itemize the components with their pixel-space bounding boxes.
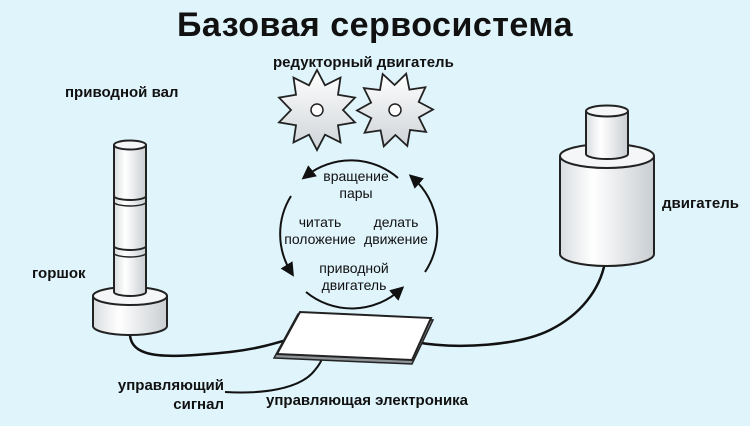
label-gear-motor: редукторный двигатель — [273, 54, 454, 71]
control-loop-cycle — [279, 159, 439, 310]
cycle-read-line1: читать — [298, 214, 342, 230]
label-pot: горшок — [32, 265, 86, 282]
cycle-rotate-text: вращение пары — [300, 168, 412, 202]
cycle-drive-line2: двигатель — [321, 277, 387, 293]
cycle-move-line2: движение — [364, 231, 428, 247]
cycle-rotate-line2: пары — [339, 185, 373, 201]
motor-component — [559, 104, 655, 267]
cycle-arrow-bottom — [305, 286, 405, 310]
label-drive-shaft: приводной вал — [65, 84, 179, 101]
wire-signal — [224, 355, 324, 394]
cycle-drive-text: приводной двигатель — [300, 260, 408, 294]
cycle-arrow-right — [408, 174, 439, 273]
cycle-read-text: читать положение — [278, 214, 362, 248]
wire-pot-to-board — [128, 334, 301, 358]
gear-right-hub — [388, 103, 402, 117]
gear-motor-gears — [277, 68, 435, 152]
cycle-arrow-left — [279, 195, 294, 277]
drive-shaft-assembly — [92, 139, 168, 336]
cycle-read-line2: положение — [284, 231, 356, 247]
cycle-rotate-line1: вращение — [323, 168, 389, 184]
cycle-move-line1: делать — [373, 214, 419, 230]
wire-board-to-motor — [414, 261, 607, 348]
gear-left-hub — [310, 103, 324, 117]
label-control-electronics: управляющая электроника — [266, 392, 469, 409]
label-control-signal-2: сигнал — [173, 396, 224, 413]
cycle-drive-line1: приводной — [319, 260, 389, 276]
page-title: Базовая сервосистема — [176, 6, 574, 44]
cycle-arrow-top — [301, 159, 399, 180]
cycle-move-text: делать движение — [358, 214, 434, 248]
label-control-signal-1: управляющий — [117, 377, 224, 394]
control-electronics-board — [272, 310, 435, 365]
label-motor: двигатель — [662, 195, 739, 212]
